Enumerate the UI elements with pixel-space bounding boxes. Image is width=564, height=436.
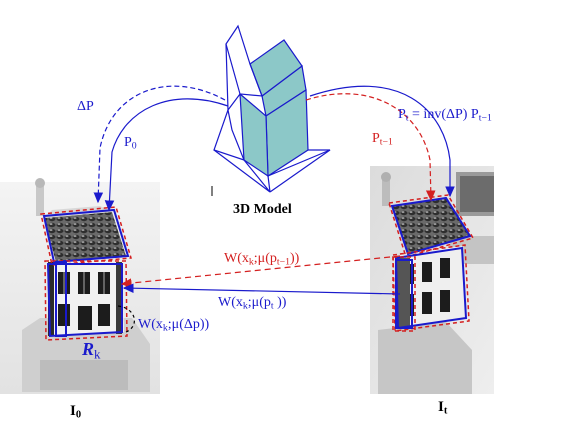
p0-label: P0 [124, 136, 137, 151]
warp-blue-a-sub: k [242, 300, 248, 312]
warp-red-a: W(x [224, 251, 249, 266]
warp-blue-a: W(x [218, 295, 243, 310]
wireframe-model [211, 24, 331, 196]
warp-red-c: )) [290, 251, 300, 266]
warp-blue-b: ;μ(p [247, 295, 271, 310]
warp-current-label: W(xk;μ(pt )) [218, 296, 286, 311]
model-label: 3D Model [233, 202, 292, 217]
left-roof-overlay [40, 206, 132, 266]
right-image-text: I [438, 399, 444, 415]
warp-delta-label: W(xk;μ(Δp)) [138, 318, 209, 333]
warp-prev-label: W(xk;μ(pt−1)) [224, 252, 299, 267]
pt-eq-lhs-sub: t [405, 112, 409, 124]
right-image-sub: t [443, 405, 448, 417]
pt1-text: P [372, 131, 380, 146]
left-image-label: I0 [70, 404, 81, 421]
pt-eq-rhs-sub: t−1 [478, 112, 492, 124]
pt-eq-mid: = inv(ΔP) P [408, 107, 479, 122]
p0-text: P [124, 135, 132, 150]
warp-delta-b: ;μ(Δp)) [167, 317, 210, 332]
arrow-pt-minus-1 [305, 93, 436, 202]
left-facade-overlay [44, 260, 128, 341]
warp-red-b-sub: t−1 [276, 256, 291, 268]
pt-minus-1-label: Pt−1 [372, 132, 393, 147]
arrow-pt [309, 85, 455, 198]
arrow-warp-prev [120, 255, 401, 288]
arrow-warp-current [122, 283, 401, 295]
arrow-delta-p [93, 85, 226, 204]
delta-warp-loop [117, 305, 135, 333]
warp-blue-c: )) [273, 295, 287, 310]
right-image-label: It [438, 400, 447, 417]
arrow-p0 [104, 98, 229, 212]
region-subscript: k [94, 346, 101, 362]
warp-delta-a-sub: k [162, 322, 168, 334]
region-text: R [82, 339, 95, 359]
left-image-sub: 0 [75, 409, 82, 421]
warp-red-b: ;μ(p [253, 251, 277, 266]
pt-equation-label: Pt = inv(ΔP) Pt−1 [398, 108, 492, 123]
p0-subscript: 0 [131, 140, 137, 152]
pt1-subscript: t−1 [379, 136, 393, 148]
delta-p-label: ΔP [77, 99, 94, 114]
left-image-text: I [70, 403, 76, 419]
right-image-frame [370, 166, 494, 394]
warp-red-a-sub: k [248, 256, 254, 268]
warp-blue-b-sub: t [270, 300, 274, 312]
region-label: Rk [82, 340, 101, 360]
left-image-frame [0, 178, 160, 394]
warp-delta-a: W(x [138, 317, 163, 332]
pt-eq-lhs: P [398, 107, 406, 122]
